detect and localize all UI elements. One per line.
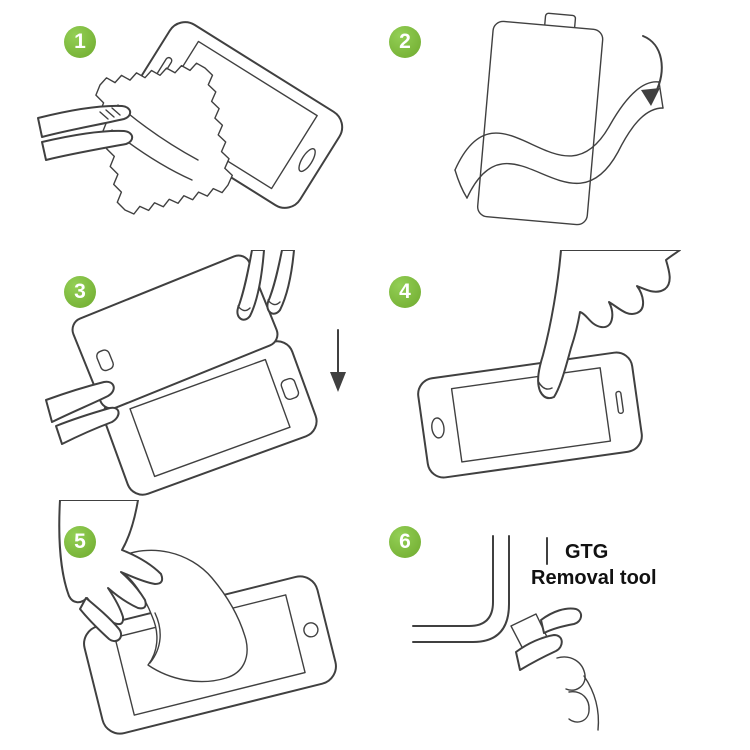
protector-sheet	[71, 254, 279, 410]
index-finger	[37, 104, 132, 138]
middle-finger	[41, 129, 134, 161]
step-panel-1: 1	[0, 0, 375, 250]
illustration-align-protector	[45, 250, 346, 496]
home-button	[280, 377, 300, 401]
step-number-5: 5	[74, 530, 86, 553]
finger-nails	[237, 299, 281, 312]
step-number-2: 2	[399, 30, 411, 53]
step-panel-5: 5	[0, 500, 375, 750]
peeling-backing	[454, 81, 664, 199]
step-badge-5: 5	[64, 526, 96, 558]
step-panel-4: 4	[375, 250, 750, 500]
screen-edge	[412, 535, 494, 627]
step-badge-2: 2	[389, 26, 421, 58]
phone-screen	[129, 358, 291, 478]
step-badge-6: 6	[389, 526, 421, 558]
phone	[417, 351, 643, 479]
thumb	[45, 380, 115, 423]
tool-label: GTG Removal tool	[531, 537, 657, 589]
finger-2	[266, 250, 295, 315]
arrow-curve	[642, 35, 663, 95]
screen-protector	[71, 254, 279, 410]
illustration-peel-film	[454, 12, 664, 226]
step-number-6: 6	[399, 530, 411, 553]
step-panel-2: 2	[375, 0, 750, 250]
curled-finger-2	[568, 691, 590, 723]
phone-body	[417, 351, 643, 479]
hand-outline	[537, 250, 681, 400]
illustration-removal-tool: GTG Removal tool	[412, 535, 657, 731]
tool-label-line-2: Removal tool	[531, 567, 657, 589]
film-sheet	[476, 20, 604, 226]
step-badge-1: 1	[64, 26, 96, 58]
protector-film	[476, 12, 604, 226]
curled-finger-1	[556, 656, 586, 691]
tool-label-line-1: GTG	[565, 541, 608, 563]
film-fold-line	[149, 612, 161, 664]
phone-corner	[412, 535, 510, 643]
index-finger	[540, 607, 582, 634]
illustration-smooth-film	[58, 500, 337, 735]
illustration-press-screen	[417, 250, 681, 479]
thumb	[515, 634, 563, 671]
phone-screen	[450, 367, 612, 463]
hand-pinching-tool	[515, 607, 600, 731]
backing-curve-bottom	[466, 107, 664, 199]
cloth-zigzag	[95, 62, 233, 215]
peel-arrow-icon	[641, 35, 663, 106]
home-button	[298, 148, 316, 173]
finger-1	[236, 250, 265, 321]
backing-edges	[454, 81, 664, 199]
wrist-line	[583, 675, 600, 731]
step-number-3: 3	[74, 280, 86, 303]
device-edge	[412, 535, 510, 643]
home-button	[303, 622, 319, 638]
illustration-clean-screen	[37, 21, 344, 215]
thumb	[79, 597, 123, 643]
step-badge-3: 3	[64, 276, 96, 308]
protector-cutout	[96, 349, 114, 372]
step-number-1: 1	[74, 30, 86, 53]
hand-wiping	[37, 104, 134, 161]
lower-finger	[55, 406, 120, 445]
finger-nail	[537, 380, 553, 390]
hand-pressing	[537, 250, 681, 400]
step-panel-3: 3	[0, 250, 375, 500]
arrow-head	[641, 88, 660, 106]
finger-hatching	[99, 107, 121, 120]
step-badge-4: 4	[389, 276, 421, 308]
hand-holding-protector	[45, 250, 295, 445]
arrow-head	[330, 372, 346, 392]
home-button	[431, 417, 445, 439]
backing-curve-top	[454, 81, 660, 171]
down-arrow-icon	[330, 329, 346, 392]
step-number-4: 4	[399, 280, 411, 303]
earpiece	[615, 390, 625, 415]
step-panel-6: 6 GTG Removal tool	[375, 500, 750, 750]
